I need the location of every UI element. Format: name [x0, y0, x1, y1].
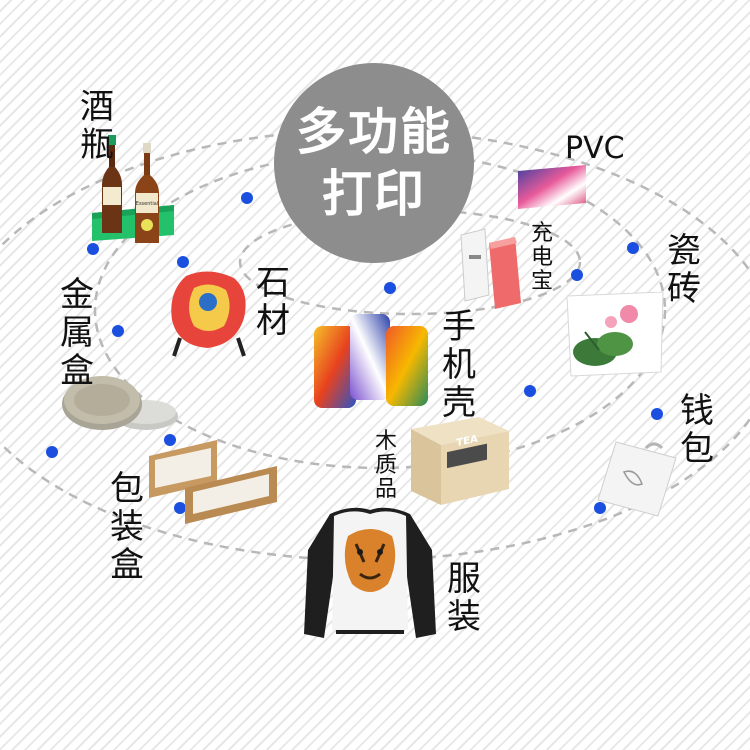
beer-bottles-image: Essential — [92, 135, 174, 243]
label-metal-box: 金属盒 — [60, 275, 94, 391]
power-bank-image — [460, 228, 521, 309]
phone-case — [350, 314, 390, 400]
beer-bottle — [135, 143, 159, 243]
orbit-dot — [112, 325, 124, 337]
label-phone-case: 手机壳 — [442, 307, 476, 423]
clothing-image — [304, 507, 436, 638]
wooden-box-image: TEA — [411, 417, 509, 505]
center-title-line1: 多功能 — [296, 103, 452, 161]
label-ceramic-tile: 瓷砖 — [667, 231, 701, 309]
orbit-dot — [651, 408, 663, 420]
orbit-dot — [164, 434, 176, 446]
label-power-bank: 充电宝 — [530, 221, 553, 294]
orbit-dot — [384, 282, 396, 294]
label-clothing: 服装 — [447, 559, 481, 637]
bottle-label-text: Essential — [136, 201, 158, 207]
pvc-card-image — [518, 165, 586, 209]
center-title-line2: 打印 — [322, 165, 426, 223]
center-badge: 多功能 打印 — [274, 63, 474, 263]
beer-bottle — [102, 135, 122, 233]
orbit-dot — [241, 192, 253, 204]
label-pvc: PVC — [565, 131, 625, 166]
stone-image — [171, 271, 246, 357]
label-stone: 石材 — [256, 263, 290, 341]
metal-box-image — [62, 376, 178, 430]
orbit-dot — [177, 256, 189, 268]
label-wood: 木质品 — [374, 429, 397, 502]
phone-cases-image — [314, 314, 428, 408]
orbit-dot — [87, 243, 99, 255]
orbit-dot — [594, 502, 606, 514]
orbit-dot — [46, 446, 58, 458]
ceramic-tile-image — [566, 292, 664, 377]
label-packaging-box: 包装盒 — [110, 469, 144, 585]
orbit-dot — [524, 385, 536, 397]
orbit-dot — [627, 242, 639, 254]
phone-case — [314, 326, 356, 408]
label-beer-bottle: 酒瓶 — [80, 87, 114, 165]
packaging-boxes-image — [149, 440, 277, 524]
wallet-image — [597, 441, 677, 517]
tea-label-text: TEA — [456, 434, 478, 449]
orbit-dot — [174, 502, 186, 514]
phone-case — [386, 326, 428, 406]
orbit-dot — [571, 269, 583, 281]
label-wallet: 钱包 — [680, 391, 714, 469]
